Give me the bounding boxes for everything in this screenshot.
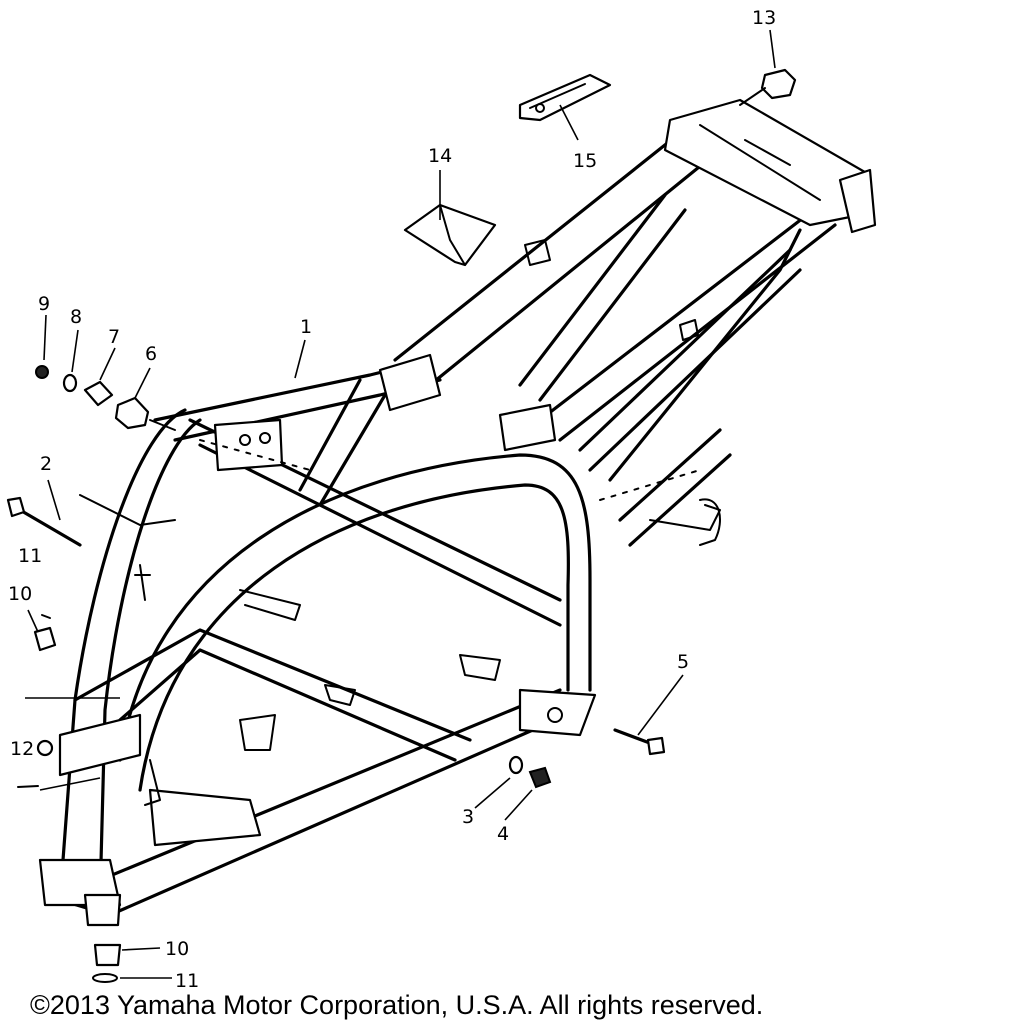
collar-10-lower [93,943,122,967]
callout-7: 7 [108,326,120,348]
clip-11-upper [41,614,51,619]
callout-10-lower: 10 [165,938,189,960]
bushing-part [114,396,150,430]
grommet-part [36,739,54,757]
cap-nut-part [760,68,797,100]
callout-11-lower: 11 [175,970,199,992]
callout-13: 13 [752,7,776,29]
callout-1: 1 [300,316,312,338]
callout-3: 3 [462,806,474,828]
copyright-notice: ©2013 Yamaha Motor Corporation, U.S.A. A… [30,990,764,1020]
long-bolt-part [18,508,82,547]
callout-5: 5 [677,651,689,673]
emblem-part [518,73,612,122]
clip-11-lower [92,973,118,983]
callout-10-upper: 10 [8,583,32,605]
nut-4-part [528,766,552,789]
callout-2: 2 [40,453,52,475]
callout-8: 8 [70,306,82,328]
callout-11-upper: 11 [18,545,42,567]
callout-labels: 1 2 3 4 5 6 7 8 9 10 10 11 11 12 13 14 1… [8,7,776,992]
leader-lines [25,29,776,979]
callout-12: 12 [10,738,34,760]
callout-15: 15 [573,150,597,172]
main-frame [38,98,877,927]
collar-10-upper [33,626,57,652]
parts [6,68,797,983]
callout-14: 14 [428,145,452,167]
collar-part [83,380,114,407]
callout-6: 6 [145,343,157,365]
washer-part [62,373,78,393]
nut-part [35,365,49,379]
callout-4: 4 [497,823,509,845]
washer-3-part [508,755,524,775]
pad-part [403,203,497,267]
callout-9: 9 [38,293,50,315]
